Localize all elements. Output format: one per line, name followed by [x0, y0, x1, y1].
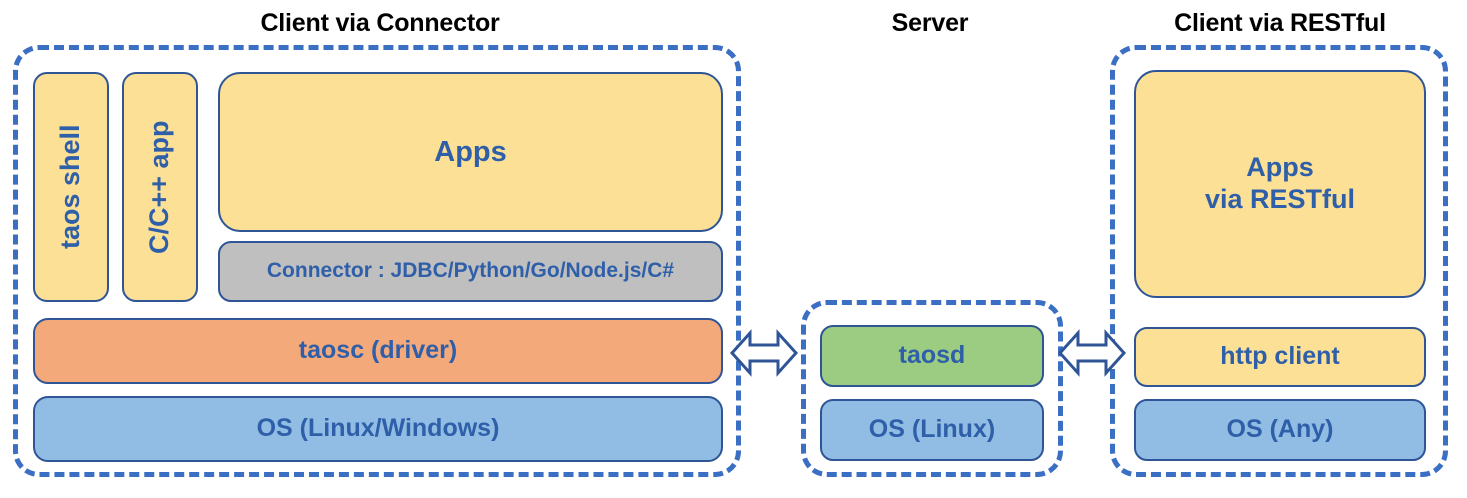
box-connector-libraries[interactable]: Connector : JDBC/Python/Go/Node.js/C# — [218, 241, 723, 302]
box-apps-via-restful-line2: via RESTful — [1204, 184, 1356, 214]
box-taos-shell[interactable]: taos shell — [33, 72, 109, 302]
double-arrow-icon — [1058, 329, 1126, 377]
box-http-client[interactable]: http client — [1134, 327, 1426, 387]
box-taosc-driver[interactable]: taosc (driver) — [33, 318, 723, 384]
double-arrow-icon-connector-to-server — [730, 325, 798, 381]
box-c-cpp-app[interactable]: C/C++ app — [122, 72, 198, 302]
section-title-client-via-connector: Client via Connector — [260, 9, 500, 37]
section-title-client-via-restful: Client via RESTful — [1174, 9, 1386, 37]
double-arrow-icon-server-to-restful — [1058, 325, 1126, 381]
box-apps-via-restful-line1: Apps — [1246, 152, 1314, 183]
box-os-linux-windows[interactable]: OS (Linux/Windows) — [33, 396, 723, 462]
box-os-any[interactable]: OS (Any) — [1134, 399, 1426, 461]
box-apps[interactable]: Apps — [218, 72, 723, 232]
group-client-via-restful — [1110, 45, 1448, 477]
group-client-via-connector — [13, 45, 741, 477]
section-title-server: Server — [891, 9, 969, 37]
double-arrow-icon — [730, 329, 798, 377]
box-apps-via-restful[interactable]: Apps via RESTful — [1134, 70, 1426, 298]
group-server — [801, 300, 1063, 477]
box-taosd[interactable]: taosd — [820, 325, 1044, 387]
box-os-linux[interactable]: OS (Linux) — [820, 399, 1044, 461]
